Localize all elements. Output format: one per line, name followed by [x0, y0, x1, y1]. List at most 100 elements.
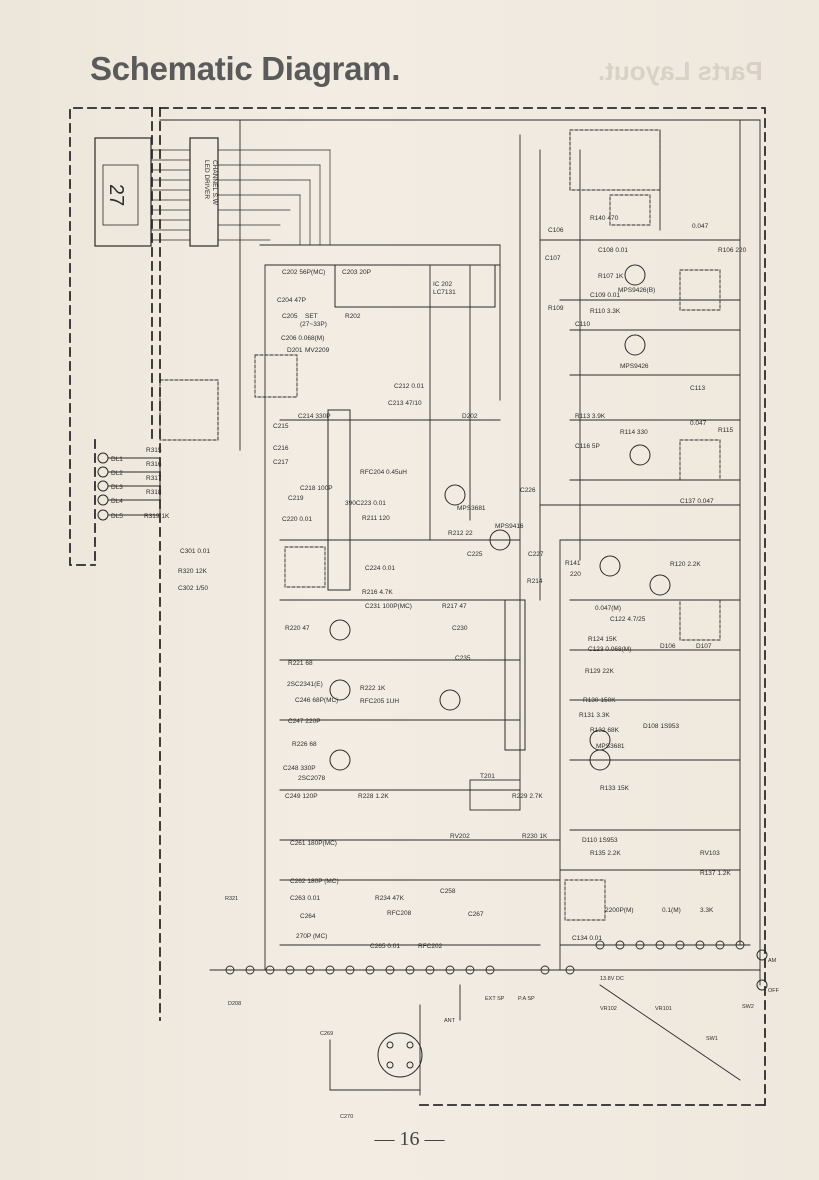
label-r129: R129 22K — [585, 668, 615, 675]
label-d202: D202 — [462, 413, 478, 420]
label-r110: R110 3.3K — [590, 308, 621, 315]
label-c258: C258 — [440, 888, 456, 895]
label-r109: R109 — [548, 305, 564, 312]
connector-pins — [225, 940, 745, 975]
label-r113: R113 3.9K — [575, 413, 606, 420]
label-r140: R140 470 — [590, 215, 619, 222]
label-c108: C108 0.01 — [598, 247, 628, 254]
label-c264: C264 — [300, 913, 316, 920]
wiring-traces — [159, 119, 761, 1096]
label-r211: R211 120 — [362, 515, 390, 522]
label-c227: C227 — [528, 551, 544, 558]
label-r131: R131 3.3K — [579, 712, 610, 719]
label-c225: C225 — [467, 551, 483, 558]
label-c301: C301 0.01 — [180, 548, 210, 555]
label-set-range: (27~33P) — [300, 321, 327, 328]
label-r226: R226 68 — [292, 741, 317, 748]
label-c265: C265 0.01 — [370, 943, 400, 950]
led-labels: DL1 DL2 DL3 DL4 DL5 R315 R316 R317 R318 … — [111, 447, 170, 520]
label-c206: C206 0.068(M) — [281, 335, 324, 342]
label-r214: R214 — [527, 578, 543, 585]
led-label-4: DL4 — [111, 498, 123, 505]
label-r228: R228 1.2K — [358, 793, 389, 800]
display-digits: 27 — [105, 184, 127, 206]
label-c116: C116 5P — [575, 443, 600, 450]
label-r229: R229 2.7K — [512, 793, 543, 800]
label-r114: R114 330 — [620, 429, 648, 436]
label-r107: R107 1K — [598, 273, 624, 280]
label-mv2209: MV2209 — [305, 347, 330, 354]
label-vr102: VR102 — [600, 1006, 617, 1012]
label-r202: R202 — [345, 313, 361, 320]
led-resistor-5: R319 1K — [144, 513, 170, 520]
label-c131: 2200P(M) — [605, 907, 634, 914]
label-c270: C270 — [340, 1114, 353, 1120]
label-d201: D201 — [287, 347, 303, 354]
label-c202: C202 56P(MC) — [282, 269, 325, 276]
label-d108: D108 1S953 — [643, 723, 680, 730]
label-r321: R321 — [225, 896, 238, 902]
label-t201: T201 — [480, 773, 495, 780]
label-r135: R135 2.2K — [590, 850, 621, 857]
led-resistor-4: R318 — [146, 489, 162, 496]
label-pa-sp: P.A SP — [518, 996, 535, 1002]
label-c110: C110 — [575, 321, 590, 328]
label-r132: R132 68K — [590, 727, 620, 734]
label-rfc204: RFC204 0.45uH — [360, 469, 407, 476]
label-c248: C248 330P — [283, 765, 316, 772]
label-r130: R130 150K — [583, 697, 616, 704]
label-mps9416: MPS9416 — [495, 523, 524, 530]
coils-transformers — [254, 194, 721, 921]
led-label-3: DL3 — [111, 484, 123, 491]
label-lc7131: LC7131 — [433, 289, 456, 296]
label-c226: C226 — [520, 487, 536, 494]
label-rfc202: RFC202 — [418, 943, 443, 950]
label-c264v: 270P (MC) — [296, 933, 327, 940]
label-c230: C230 — [452, 625, 468, 632]
label-c247: C247 220P — [288, 718, 321, 725]
label-c262: C262 180P (MC) — [290, 878, 339, 885]
channel-switch-label: CHANNEL S.W — [211, 160, 218, 206]
label-c204: C204 47P — [277, 297, 306, 304]
label-c122: C122 4.7/25 — [610, 616, 646, 623]
label-rv202: RV202 — [450, 833, 470, 840]
page-title: Schematic Diagram. — [90, 50, 401, 87]
label-d208: D208 — [228, 1001, 241, 1007]
led-driver-label: LED DRIVER — [203, 160, 210, 199]
label-r222: R222 1K — [360, 685, 386, 692]
label-r124: R124 15K — [588, 636, 618, 643]
label-dc: 13.8V DC — [600, 976, 624, 982]
label-c114: 0.047 — [690, 420, 707, 427]
label-c113: C113 — [690, 385, 705, 392]
label-ext-sp: EXT SP — [485, 996, 505, 1002]
label-rfc208: RFC208 — [387, 910, 412, 917]
label-c249: C249 120P — [285, 793, 318, 800]
label-c214: C214 330P — [298, 413, 331, 420]
led-resistor-2: R316 — [146, 461, 162, 468]
label-c218: C218 100P — [300, 485, 333, 492]
led-resistor-3: R317 — [146, 475, 162, 482]
label-am: AM — [768, 958, 777, 964]
label-c121: 0.047(M) — [595, 605, 621, 612]
integrated-circuits — [327, 129, 661, 751]
label-c205: C205 — [282, 313, 298, 320]
label-d110: D110 1S953 — [582, 837, 618, 844]
label-r120: R120 2.2K — [670, 561, 701, 568]
label-mps3681b: MPS3681 — [596, 743, 625, 750]
label-rfc205: RFC205 1UH — [360, 698, 399, 705]
label-c269: C269 — [320, 1031, 333, 1037]
label-c212: C212 0.01 — [394, 383, 424, 390]
page-number: — 16 — — [374, 1128, 445, 1150]
label-c267: C267 — [468, 911, 484, 918]
label-r133: R133 15K — [600, 785, 630, 792]
led-display-module: 27 LED DRIVER CHANNEL S.W — [94, 137, 331, 247]
label-c203: C203 20P — [342, 269, 371, 276]
label-c224: C224 0.01 — [365, 565, 395, 572]
label-mps3681: MPS3681 — [457, 505, 486, 512]
label-r220: R220 47 — [285, 625, 310, 632]
label-d107: D107 — [696, 643, 712, 650]
label-c123: C123 0.068(M) — [588, 646, 631, 653]
label-c246: C246 68P(MC) — [295, 697, 338, 704]
